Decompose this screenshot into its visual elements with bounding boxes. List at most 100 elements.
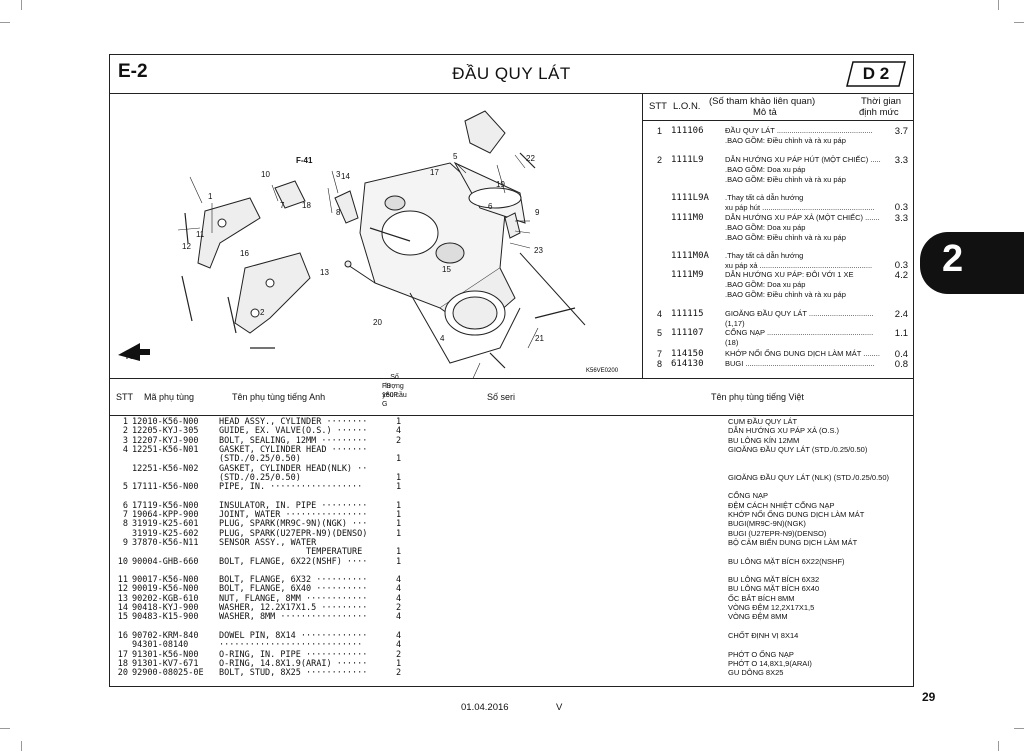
svg-text:2: 2 <box>260 308 265 317</box>
cell-stt: 4 <box>122 444 128 455</box>
chapter-tab: 2 <box>920 232 1024 294</box>
cell-qty: 2 <box>396 435 402 446</box>
cell-name-en: GASKET, CYLINDER HEAD ······· <box>219 444 368 455</box>
page-number: 29 <box>922 690 936 704</box>
cell-stt: 16 <box>117 630 128 641</box>
table-row: CỔNG NẠP <box>110 491 913 501</box>
cell-stt: 6 <box>122 500 128 511</box>
cell-part-no: 92900-08025-0E <box>132 668 204 679</box>
cell-part-no: 90702-KRM-840 <box>132 630 199 641</box>
cell-name-vi: BỘ CẢM BIẾN DUNG DỊCH LÀM MÁT <box>728 537 858 547</box>
reference-panel: STT L.O.N. (Số tham khảo liên quan) Mô t… <box>642 93 914 378</box>
cell-name-en: GASKET, CYLINDER HEAD(NLK) ·· <box>219 463 368 474</box>
cell-part-no: 90202-KGB-610 <box>132 593 199 604</box>
cell-part-no: 90019-K56-N00 <box>132 584 199 595</box>
page-frame: E-2 ĐẦU QUY LÁT D 2 <box>109 54 914 687</box>
cell-qty: 4 <box>396 612 402 623</box>
cell-qty: 1 <box>396 417 402 427</box>
cell-stt: 20 <box>117 668 128 679</box>
ref-lon-header: L.O.N. <box>673 101 701 112</box>
crop-mark <box>0 728 10 729</box>
page-header: E-2 ĐẦU QUY LÁT D 2 <box>110 55 913 94</box>
parts-table-header: STT Mã phụ tùng Tên phụ tùng tiếng Anh S… <box>110 374 913 416</box>
col-serial: Số seri <box>487 392 516 402</box>
cell-name-en: WASHER, 8MM ················· <box>219 612 368 623</box>
cell-qty: 1 <box>396 472 402 483</box>
svg-text:FR.: FR. <box>126 354 137 361</box>
page-title: ĐẦU QUY LÁT <box>452 64 571 83</box>
cell-part-no: 91301-K56-N00 <box>132 649 199 660</box>
cell-stt: 7 <box>122 510 128 520</box>
svg-text:6: 6 <box>488 202 493 211</box>
cell-name-en: PIPE, IN. ·················· <box>219 482 363 493</box>
cell-name-en: BOLT, FLANGE, 6X40 ·········· <box>219 584 368 595</box>
cell-name-vi: KHỚP NỐI ỐNG DUNG DỊCH LÀM MÁT <box>728 510 865 519</box>
cell-name-en: BOLT, FLANGE, 6X32 ·········· <box>219 575 368 586</box>
cell-stt: 2 <box>122 426 128 437</box>
cell-part-no: 37870-K56-N11 <box>132 537 199 548</box>
cell-name-vi: BU LÔNG MẶT BÍCH 6X40 <box>728 584 820 594</box>
footer-version: V <box>556 702 563 713</box>
cell-part-no: 31919-K25-602 <box>132 528 199 539</box>
cell-name-en: HEAD ASSY., CYLINDER ········ <box>219 417 368 427</box>
cell-name-en: PLUG, SPARK(U27EPR-N9)(DENSO) <box>219 528 368 539</box>
cell-name-en: BOLT, SEALING, 12MM ········· <box>219 435 368 446</box>
cell-stt: 5 <box>122 482 128 493</box>
cell-stt: 11 <box>117 575 128 586</box>
cell-stt: 14 <box>117 603 128 613</box>
cell-qty: 1 <box>396 500 402 511</box>
ref-time-header-2: định mức <box>859 107 899 118</box>
cell-part-no: 90418-KYJ-900 <box>132 603 199 613</box>
svg-text:21: 21 <box>535 334 544 343</box>
cell-qty: 2 <box>396 649 402 660</box>
cell-name-vi: GU DÔNG 8X25 <box>728 668 784 678</box>
col-stt: STT <box>116 392 133 402</box>
cell-name-vi: CỔNG NẠP <box>728 491 769 501</box>
cell-part-no: 12205-KYJ-305 <box>132 426 199 437</box>
cell-qty: 4 <box>396 426 402 437</box>
cell-part-no: 31919-K25-601 <box>132 519 199 530</box>
cell-name-vi: ỐC BẮT BÍCH 8MM <box>728 593 795 603</box>
cell-stt: 9 <box>122 537 128 548</box>
cell-qty: 4 <box>396 593 402 604</box>
cell-stt: 13 <box>117 593 128 604</box>
col-name-en: Tên phụ tùng tiếng Anh <box>232 392 326 402</box>
ref-stt-header: STT <box>649 101 667 112</box>
cell-name-vi: BU LÔNG KÍN 12MM <box>728 435 800 445</box>
footer-date: 01.04.2016 <box>461 702 509 713</box>
cell-part-no: 17119-K56-N00 <box>132 500 199 511</box>
cell-name-vi: CHỐT ĐỊNH VỊ 8X14 <box>728 630 799 640</box>
cell-name-en: ···························· <box>219 640 363 651</box>
cell-part-no: 12251-K56-N01 <box>132 444 199 455</box>
cell-qty: 1 <box>396 528 402 539</box>
crop-mark <box>1014 728 1024 729</box>
col-name-vi: Tên phụ tùng tiếng Việt <box>711 392 804 402</box>
svg-text:9: 9 <box>535 208 540 217</box>
svg-text:22: 22 <box>526 154 535 163</box>
cell-qty: 1 <box>396 658 402 669</box>
ref-time-header: Thời gian <box>861 96 902 107</box>
svg-text:18: 18 <box>302 201 311 210</box>
cell-part-no: 94301-08140 <box>132 640 189 651</box>
cell-name-vi: ĐỆM CÁCH NHIỆT CỔNG NẠP <box>728 500 835 510</box>
svg-text:23: 23 <box>534 246 543 255</box>
cell-name-en: NUT, FLANGE, 8MM ············ <box>219 593 368 604</box>
table-row: 4 12251-K56-N01 GASKET, CYLINDER HEAD ····… <box>110 445 913 455</box>
cell-part-no: 12207-KYJ-900 <box>132 435 199 446</box>
crop-mark <box>1014 22 1024 23</box>
cell-name-en: TEMPERATURE <box>219 547 363 558</box>
cell-stt: 1 <box>122 417 128 427</box>
cell-part-no: 12010-K56-N00 <box>132 417 199 427</box>
cell-name-vi: VÒNG ĐỆM 8MM <box>728 612 788 622</box>
